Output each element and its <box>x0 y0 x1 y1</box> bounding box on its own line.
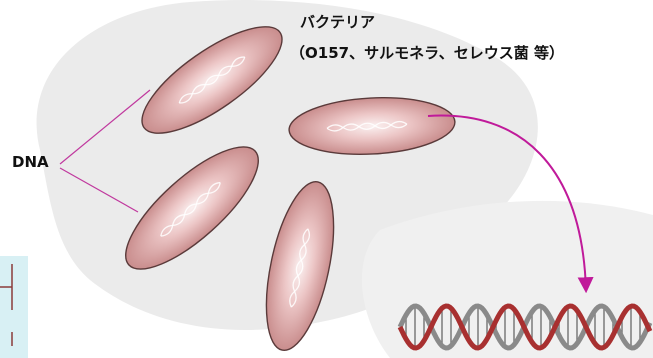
dna-label: DNA <box>12 153 49 171</box>
corner-panel <box>0 256 28 358</box>
title: バクテリア <box>300 13 375 31</box>
subtitle: （O157、サルモネラ、セレウス菌 等） <box>290 44 564 62</box>
